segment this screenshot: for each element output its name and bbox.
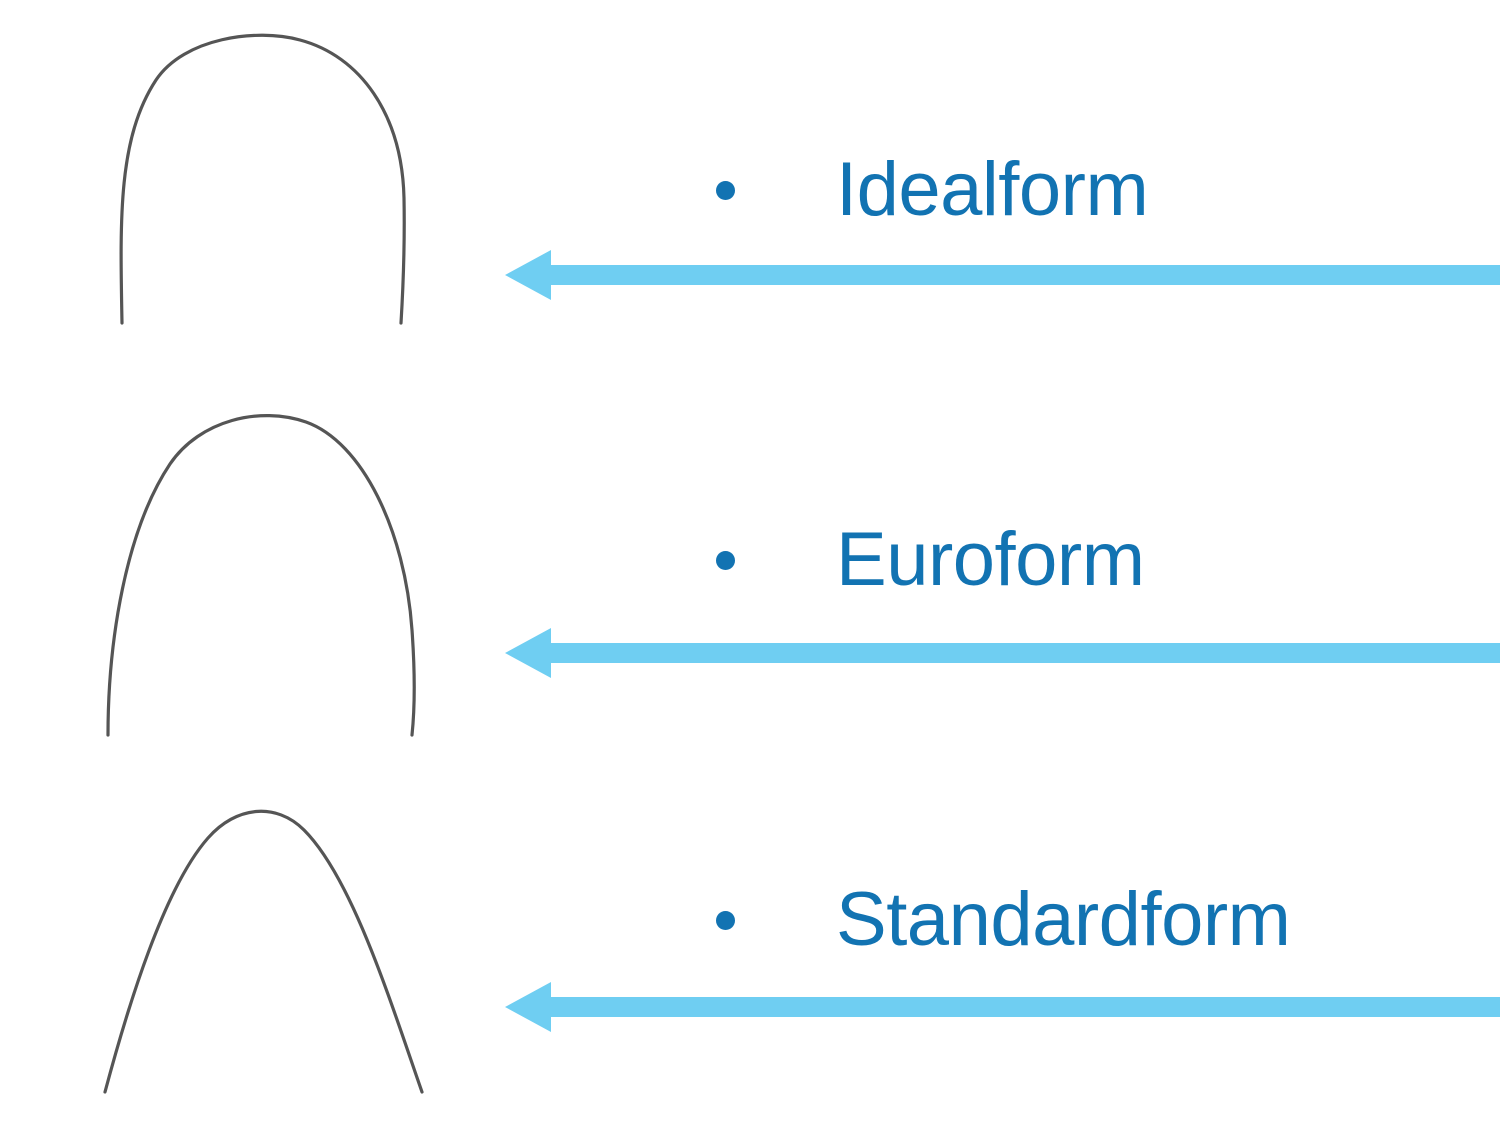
bullet-dot-icon [716, 910, 735, 930]
archform-label-standardform: Standardform [836, 877, 1291, 962]
archform-label-idealform: Idealform [836, 147, 1149, 232]
bullet-dot-icon [716, 550, 735, 570]
archform-label-euroform: Euroform [836, 517, 1145, 602]
archwire-diagram-idealform [60, 18, 480, 338]
bullet-dot-icon [716, 180, 735, 200]
direction-arrow-idealform [505, 246, 1500, 304]
archform-label-row-euroform[interactable]: Euroform [716, 512, 1145, 608]
archwire-diagram-standardform [60, 790, 480, 1100]
archform-label-row-standardform[interactable]: Standardform [716, 872, 1291, 968]
direction-arrow-euroform [505, 624, 1500, 682]
direction-arrow-standardform [505, 978, 1500, 1036]
archwire-diagram-euroform [60, 400, 480, 745]
archform-label-row-idealform[interactable]: Idealform [716, 142, 1149, 238]
